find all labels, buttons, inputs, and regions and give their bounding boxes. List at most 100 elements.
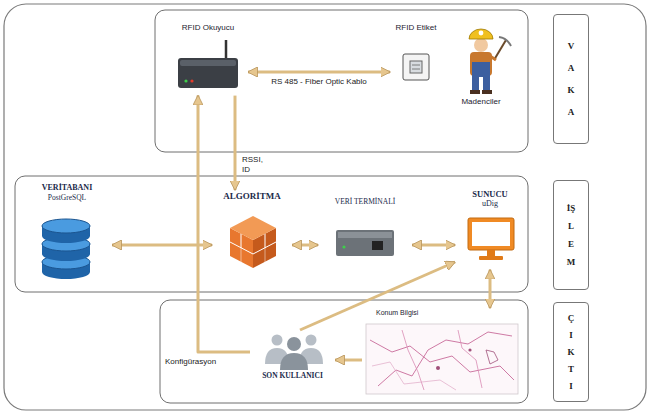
miner-figure: [490, 56, 496, 60]
flow-arrow: [412, 244, 455, 247]
location-map: [378, 332, 512, 386]
icon-space: [24, 202, 110, 280]
rfid-tag-icon: [410, 61, 422, 73]
algorithm-icon: [241, 248, 242, 262]
miner-figure: [472, 76, 479, 91]
algorithm-icon: [230, 216, 276, 240]
algorithm-icon: [230, 216, 276, 268]
node-label: RFID Okuyucu: [170, 23, 246, 33]
tag-node: RFID Etiket: [390, 22, 442, 84]
connector-label: Konfigürasyon: [163, 357, 218, 367]
algorithm-icon: [265, 248, 266, 262]
node-label: VERİ TERMİNALİ: [320, 197, 410, 206]
miner-figure: [479, 31, 484, 36]
server-monitor-icon: [487, 250, 495, 256]
data-terminal-icon: [338, 232, 392, 238]
location-map: [486, 350, 498, 364]
connector-label: RSSI, ID: [240, 155, 270, 174]
miner-figure: [469, 29, 511, 94]
end-user-node: SON KULLANICI: [250, 330, 335, 381]
miner-figure: [470, 52, 492, 76]
server-monitor-icon: [468, 218, 514, 260]
flow-arrow: [198, 96, 250, 352]
miner-node: Madenciler: [448, 20, 514, 108]
icon-space: [392, 33, 440, 83]
rfid-tag-icon: [403, 54, 429, 80]
miner-figure: [470, 90, 480, 94]
location-map: [458, 330, 482, 388]
database-icon: [42, 219, 90, 279]
stage-title: ÇIKTI: [567, 310, 576, 395]
algorithm-icon: [265, 234, 266, 248]
icon-space: [457, 209, 523, 269]
band-frame: [15, 176, 528, 292]
rfid-tag-icon: [412, 65, 420, 66]
server-monitor-icon: [468, 218, 514, 250]
rfid-reader-icon: [184, 79, 187, 82]
node-label: RFID Etiket: [392, 23, 440, 33]
flow-arrow: [489, 270, 492, 308]
stage-title: VAKA: [567, 35, 576, 123]
data-terminal-icon: [372, 241, 383, 250]
users-icon: [272, 335, 283, 346]
location-map: [366, 324, 518, 394]
node-label: ALGORİTMA: [214, 191, 290, 202]
miner-figure: [499, 37, 511, 46]
data-terminal-icon: [342, 245, 345, 248]
flow-arrow: [234, 96, 237, 190]
location-map: [436, 366, 440, 370]
flow-arrow: [292, 244, 318, 247]
band-frame: [155, 10, 528, 152]
stage-title: İŞLEM: [567, 199, 576, 271]
node-sublabel: PostGreSQL: [24, 193, 110, 202]
icon-space: [320, 206, 410, 268]
miner-figure: [482, 90, 492, 94]
stage-label: VAKA: [553, 14, 589, 144]
stage-label: İŞLEM: [553, 180, 589, 290]
icon-space: [450, 21, 512, 97]
location-map: [372, 362, 456, 390]
reader-node: RFID Okuyucu: [168, 22, 248, 96]
outer-frame: [4, 4, 646, 410]
flow-arrow: [300, 262, 455, 330]
rfid-tag-icon: [403, 54, 429, 80]
data-terminal-icon: [336, 230, 394, 256]
icon-space: [214, 202, 290, 282]
flow-arrow: [248, 71, 390, 74]
rfid-reader-icon: [178, 40, 238, 88]
miner-figure: [469, 29, 493, 39]
stage-label: ÇIKTI: [553, 302, 589, 402]
icon-space: [170, 33, 246, 95]
algorithm-icon: [241, 234, 242, 248]
node-label: SUNUCU: [457, 189, 523, 199]
database-icon: [42, 219, 90, 233]
node-label: Konum Bilgisi: [376, 309, 520, 317]
users-icon: [280, 353, 308, 370]
miner-figure: [494, 40, 506, 60]
location-map: [402, 330, 424, 390]
flow-arrow: [335, 359, 362, 362]
users-icon: [265, 335, 323, 371]
rfid-reader-icon: [190, 79, 193, 82]
rfid-tag-icon: [412, 69, 420, 70]
map-node: Konum Bilgisi: [362, 308, 522, 394]
miner-figure: [472, 62, 490, 77]
terminal-node: VERİ TERMİNALİ: [318, 196, 412, 269]
users-icon: [287, 337, 301, 351]
rfid-reader-icon: [180, 60, 236, 66]
connector-label: RS 485 - Fiber Optic Kablo: [269, 77, 369, 87]
database-node: VERİTABANIPostGreSQL: [22, 182, 112, 281]
node-label: Madenciler: [450, 97, 512, 107]
node-label: SON KULLANICI: [252, 371, 333, 380]
rfid-reader-icon: [225, 40, 228, 58]
server-monitor-icon: [472, 222, 510, 246]
data-terminal-icon: [336, 230, 394, 256]
rfid-reader-icon: [178, 58, 238, 88]
users-icon: [306, 335, 317, 346]
node-label: VERİTABANI: [24, 183, 110, 193]
algorithm-node: ALGORİTMA: [212, 190, 292, 283]
server-node: SUNUCUuDig: [455, 188, 525, 270]
server-monitor-icon: [479, 256, 503, 260]
